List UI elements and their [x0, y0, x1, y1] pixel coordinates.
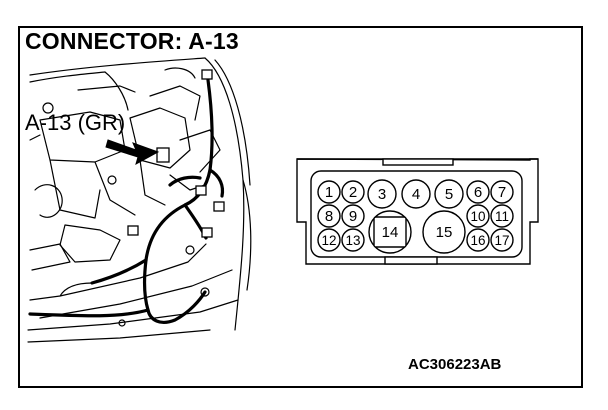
figure-code: AC306223AB [408, 356, 502, 373]
pin-15-label: 15 [436, 224, 453, 241]
pin-11-label: 11 [495, 209, 509, 224]
pin-10-label: 10 [470, 209, 485, 224]
pin-12-label: 12 [321, 233, 336, 248]
harness-clips [127, 69, 225, 238]
pin-2-label: 2 [349, 184, 357, 201]
pin-1-label: 1 [325, 184, 333, 201]
connector-title: CONNECTOR: A-13 [25, 28, 239, 54]
connector-pins [317, 179, 514, 254]
pin-4-label: 4 [412, 186, 420, 203]
pin-17-label: 17 [494, 233, 509, 248]
wiring-harness [28, 78, 225, 324]
callout-arrow [105, 139, 160, 166]
pin-3-label: 3 [378, 186, 386, 203]
pin-9-label: 9 [349, 208, 357, 225]
engine-bay-illustration [27, 57, 252, 343]
figure-frame [18, 26, 583, 388]
pin-8-label: 8 [325, 208, 333, 225]
pin-7-label: 7 [498, 184, 506, 201]
pin-5-label: 5 [445, 186, 453, 203]
pin-labels: 1 2 3 4 5 6 7 8 9 10 11 12 13 14 15 16 1… [321, 184, 509, 248]
pin-13-label: 13 [345, 233, 360, 248]
connector-callout-label: A-13 (GR) [25, 110, 126, 135]
pin-16-label: 16 [470, 233, 485, 248]
pin-6-label: 6 [474, 184, 482, 201]
pin-14-label: 14 [382, 224, 399, 241]
